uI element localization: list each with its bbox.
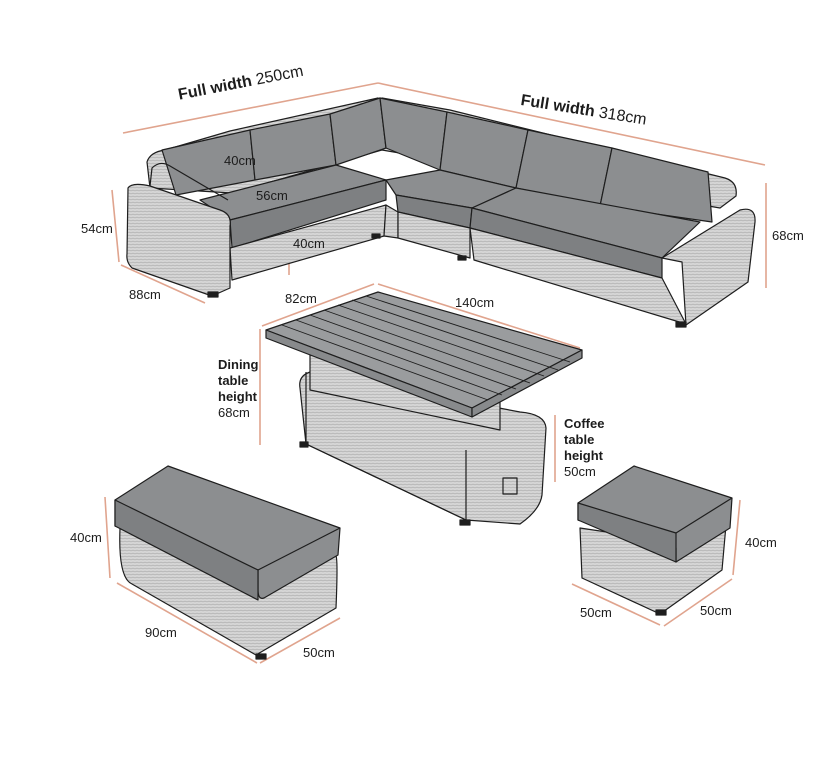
label-line: table	[564, 432, 595, 447]
dining-height-label: Dining table height 68cm	[218, 357, 258, 421]
table-length-label: 140cm	[455, 295, 495, 310]
large-footstool-height-label: 40cm	[70, 530, 102, 545]
small-footstool-height-label: 40cm	[745, 535, 777, 550]
label-value: 68cm	[218, 405, 250, 420]
sofa-seat-height-label: 40cm	[293, 236, 325, 251]
label-line: height	[564, 448, 603, 463]
label-line: Coffee	[564, 416, 605, 431]
adjustable-table	[265, 291, 583, 526]
sofa-depth-label: 88cm	[129, 287, 161, 302]
small-footstool	[577, 465, 733, 616]
large-footstool-depth-label: 50cm	[303, 645, 335, 660]
large-footstool	[114, 465, 341, 660]
small-footstool-width-label: 50cm	[580, 605, 612, 620]
sofa-back-height-label: 40cm	[224, 153, 256, 168]
sofa-total-height-label: 68cm	[772, 228, 804, 243]
sofa-arm-height-label: 54cm	[81, 221, 113, 236]
small-footstool-depth-label: 50cm	[700, 603, 732, 618]
large-footstool-length-label: 90cm	[145, 625, 177, 640]
corner-sofa	[126, 97, 756, 328]
label-line: table	[218, 373, 249, 388]
label-value: 50cm	[564, 464, 596, 479]
coffee-height-label: Coffee table height 50cm	[564, 416, 604, 480]
sofa-seat-depth-label: 56cm	[256, 188, 288, 203]
table-depth-label: 82cm	[285, 291, 317, 306]
label-line: height	[218, 389, 257, 404]
label-line: Dining	[218, 357, 259, 372]
